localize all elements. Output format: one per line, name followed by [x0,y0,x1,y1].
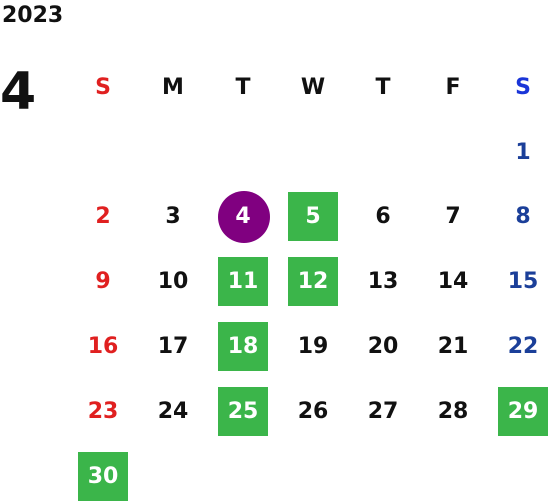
day-number: 15 [507,268,539,294]
day-number: 9 [95,268,111,294]
day-cell[interactable]: 19 [278,321,348,371]
weekday-label: T [235,74,251,100]
weekday-label: T [375,74,391,100]
weekday-label: M [162,74,184,100]
day-cell[interactable]: 16 [68,321,138,371]
day-cell-highlighted[interactable]: 25 [208,386,278,436]
weekday-header-tue: T [208,62,278,112]
day-cell-highlighted[interactable]: 30 [68,451,138,501]
day-number: 18 [227,333,259,359]
weekday-header-fri: F [418,62,488,112]
calendar-month: 4 [0,62,37,122]
weekday-header-mon: M [138,62,208,112]
weekday-label: S [95,74,111,100]
day-number: 10 [157,268,189,294]
day-cell[interactable]: 27 [348,386,418,436]
day-number: 3 [165,203,181,229]
day-number: 8 [515,203,531,229]
highlight-box [288,192,338,241]
day-cell-highlighted[interactable]: 12 [278,256,348,306]
day-cell[interactable]: 28 [418,386,488,436]
highlight-box [218,257,268,306]
highlight-box [498,387,548,436]
day-cell-today[interactable]: 4 [208,191,278,243]
day-cell[interactable]: 23 [68,386,138,436]
day-cell[interactable]: 15 [488,256,548,306]
weekday-label: W [300,74,326,100]
day-cell-highlighted[interactable]: 11 [208,256,278,306]
day-cell[interactable]: 14 [418,256,488,306]
day-number: 21 [437,333,469,359]
day-number: 28 [437,398,469,424]
day-number: 11 [227,268,259,294]
day-number: 12 [297,268,329,294]
day-number: 16 [87,333,119,359]
day-number: 20 [367,333,399,359]
weekday-label: S [515,74,531,100]
weekday-header-thu: T [348,62,418,112]
day-cell[interactable]: 20 [348,321,418,371]
day-number: 5 [305,203,321,229]
today-circle [218,191,270,243]
day-cell[interactable]: 3 [138,191,208,241]
day-number: 17 [157,333,189,359]
day-number: 27 [367,398,399,424]
weekday-header-wed: W [278,62,348,112]
day-cell[interactable]: 13 [348,256,418,306]
day-number: 2 [95,203,111,229]
day-number: 30 [87,463,119,489]
day-cell[interactable]: 22 [488,321,548,371]
day-cell[interactable]: 8 [488,191,548,241]
highlight-box [78,452,128,501]
day-cell[interactable]: 7 [418,191,488,241]
day-number: 26 [297,398,329,424]
day-cell[interactable]: 6 [348,191,418,241]
day-number: 29 [507,398,539,424]
day-cell[interactable]: 1 [488,127,548,177]
day-number: 4 [235,203,251,229]
day-number: 24 [157,398,189,424]
weekday-header-sat: S [488,62,548,112]
day-number: 23 [87,398,119,424]
day-cell[interactable]: 2 [68,191,138,241]
day-number: 1 [515,139,531,165]
highlight-box [218,387,268,436]
day-number: 25 [227,398,259,424]
day-cell-highlighted[interactable]: 5 [278,191,348,241]
day-cell[interactable]: 24 [138,386,208,436]
day-number: 13 [367,268,399,294]
day-number: 19 [297,333,329,359]
day-cell[interactable]: 21 [418,321,488,371]
day-number: 22 [507,333,539,359]
weekday-header-sun: S [68,62,138,112]
day-cell-highlighted[interactable]: 18 [208,321,278,371]
day-number: 7 [445,203,461,229]
highlight-box [218,322,268,371]
day-cell[interactable]: 10 [138,256,208,306]
day-number: 14 [437,268,469,294]
weekday-label: F [445,74,461,100]
day-number: 6 [375,203,391,229]
day-cell[interactable]: 17 [138,321,208,371]
day-cell-highlighted[interactable]: 29 [488,386,548,436]
highlight-box [288,257,338,306]
day-cell[interactable]: 26 [278,386,348,436]
calendar-year: 2023 [2,3,64,28]
day-cell[interactable]: 9 [68,256,138,306]
